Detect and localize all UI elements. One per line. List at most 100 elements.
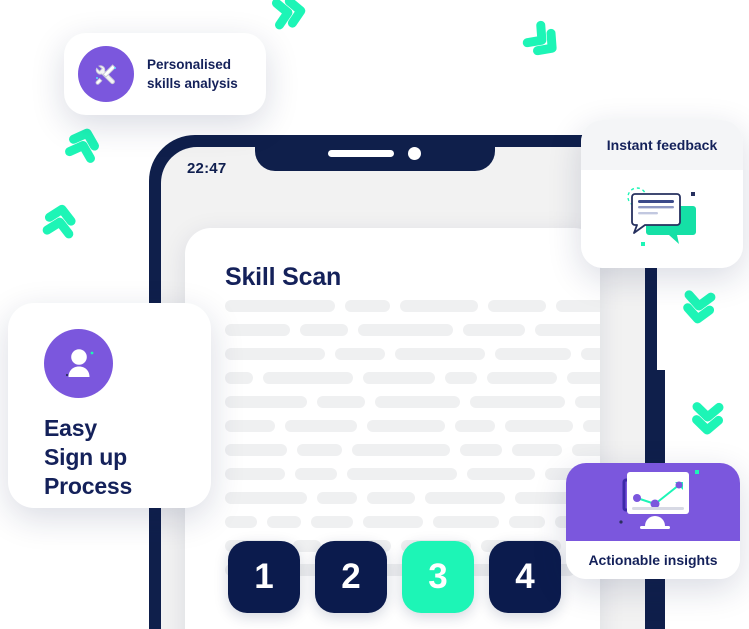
skeleton-bar [375,396,460,408]
chevrons-left-upper [65,128,99,163]
skeleton-bar [225,468,285,480]
skeleton-bar [358,324,453,336]
pagination-item-1[interactable]: 1 [228,541,300,613]
skeleton-row [225,468,600,480]
skeleton-bar [572,444,600,456]
skeleton-bar [400,300,478,312]
skeleton-bar [425,492,505,504]
skeleton-bar [295,468,337,480]
skeleton-bar [487,372,557,384]
skeleton-bar [335,348,385,360]
skeleton-bar [317,492,357,504]
chevrons-right-upper [683,290,716,324]
skeleton-row [225,348,600,360]
skeleton-bar [575,396,600,408]
skeleton-bar [395,348,485,360]
card-easy-signup-line2: Sign up [44,444,127,471]
skeleton-row [225,396,600,408]
skeleton-bar [455,420,495,432]
skeleton-row [225,444,600,456]
skeleton-bar [367,492,415,504]
pagination-item-3[interactable]: 3 [402,541,474,613]
skeleton-bar [367,420,445,432]
skeleton-bar [495,348,571,360]
skeleton-row [225,492,593,504]
skeleton-bar [488,300,546,312]
skeleton-bar [225,444,287,456]
chat-bubbles-icon [619,184,705,255]
monitor-line-chart-icon [599,468,707,537]
skeleton-bar [363,516,423,528]
notch-camera [408,146,421,160]
skeleton-bar [583,420,600,432]
card-personalised-skills-analysis[interactable]: Personalised skills analysis [64,33,266,115]
skeleton-bar [311,516,353,528]
skeleton-bar [317,396,365,408]
page-title: Skill Scan [225,263,342,291]
card-actionable-insights-footer: Actionable insights [566,541,740,579]
skeleton-bar [225,300,335,312]
tools-wrench-screwdriver-icon [78,46,134,102]
skeleton-bar [225,348,325,360]
user-person-icon [44,329,113,398]
card-actionable-insights-title: Actionable insights [588,552,718,568]
skeleton-row [225,516,577,528]
skeleton-bar [463,324,525,336]
skeleton-row [225,324,600,336]
card-easy-signup[interactable]: Easy Sign up Process [8,303,211,508]
card-easy-signup-label: Easy Sign up Process [44,414,211,502]
skeleton-bar [352,444,450,456]
card-easy-signup-line1: Easy [44,415,97,441]
skeleton-bar [581,348,600,360]
card-instant-feedback-header: Instant feedback [581,120,743,170]
card-instant-feedback-title: Instant feedback [606,137,718,153]
card-instant-feedback-body [581,170,743,268]
card-actionable-insights-graphic [566,463,740,541]
skeleton-row [225,300,600,312]
status-time: 22:47 [187,160,227,177]
skeleton-bar [267,516,301,528]
card-personalised-line2: skills analysis [147,76,238,91]
skeleton-bar [509,516,545,528]
notch-speaker [328,149,394,157]
skeleton-bar [512,444,562,456]
skeleton-bar [470,396,565,408]
pagination-item-4[interactable]: 4 [489,541,561,613]
chevrons-left-lower [42,204,76,239]
card-personalised-label: Personalised skills analysis [147,55,238,93]
skeleton-bar [345,300,390,312]
skeleton-bar [556,300,600,312]
skeleton-bar [293,540,321,552]
card-personalised-line1: Personalised [147,56,232,72]
skeleton-bar [347,468,457,480]
skeleton-bar [225,492,307,504]
phone-notch [254,135,495,171]
skeleton-bar [285,420,357,432]
skeleton-bar [445,372,477,384]
skeleton-bar [225,516,257,528]
skeleton-bar [225,420,275,432]
skeleton-bar [467,468,535,480]
skeleton-bar [460,444,502,456]
skeleton-bar [363,372,435,384]
skeleton-bar [225,396,307,408]
skeleton-bar [297,444,342,456]
card-instant-feedback[interactable]: Instant feedback [581,120,743,268]
pagination-item-2[interactable]: 2 [315,541,387,613]
skeleton-bar [300,324,348,336]
chevrons-top-right [522,20,557,56]
skeleton-row [225,420,600,432]
skeleton-bar [225,324,290,336]
skeleton-bar [225,372,253,384]
skeleton-bar [433,516,499,528]
chevrons-right-lower [692,402,724,435]
skeleton-bar [567,372,600,384]
skeleton-bar [535,324,600,336]
card-actionable-insights[interactable]: Actionable insights [566,463,740,579]
chevrons-top-left [271,0,306,30]
skeleton-bar [263,372,353,384]
skeleton-row [225,372,600,384]
card-easy-signup-line3: Process [44,473,133,500]
